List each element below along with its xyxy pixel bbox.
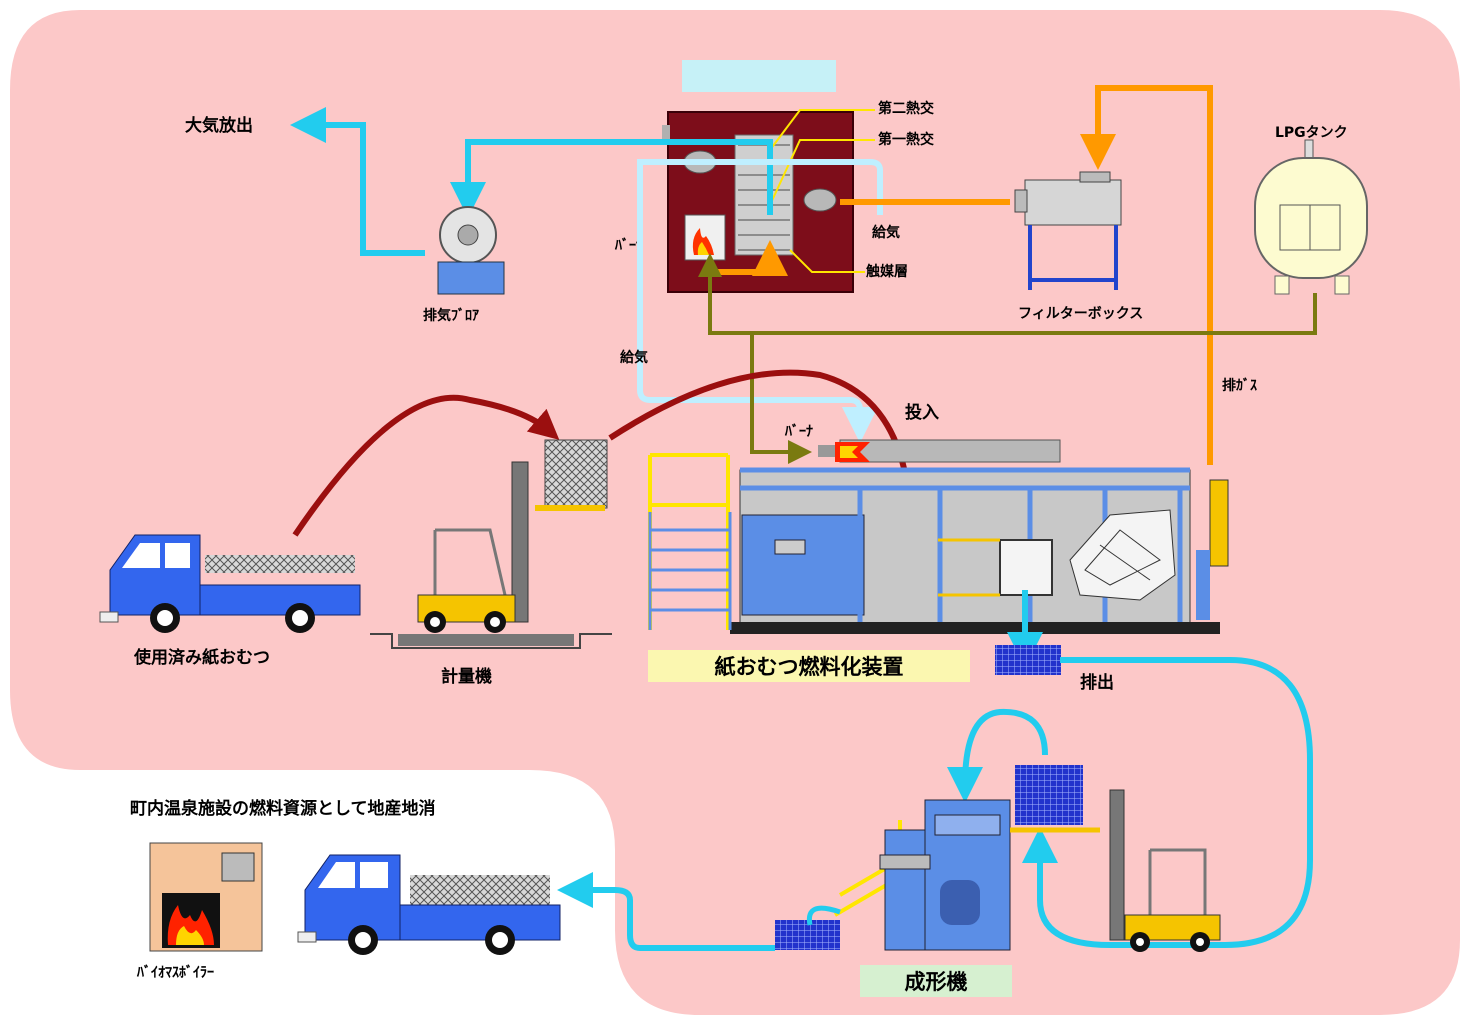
truck-to-scale-flow <box>292 394 560 537</box>
atmospheric-release-label: 大気放出 <box>185 115 253 136</box>
lpg-to-burner-line <box>750 333 812 464</box>
filter-box-label: フィルターボックス <box>1018 306 1143 322</box>
discharge-label: 排出 <box>1080 672 1114 693</box>
biomass-boiler-label: ﾊﾞｲｵﾏｽﾎﾞｲﾗｰ <box>136 964 214 981</box>
input-label: 投入 <box>905 402 939 423</box>
molding-machine-title-box <box>860 965 1012 997</box>
molding-machine <box>775 765 1221 952</box>
air-supply-left-label: 給気 <box>620 349 648 366</box>
exhaust-blower <box>437 206 505 295</box>
local-use-label: 町内温泉施設の燃料資源として地産地消 <box>130 798 436 819</box>
background-panel <box>10 10 1460 1015</box>
lpg-tank-label: LPGタンク <box>1275 125 1348 141</box>
molding-machine-title: 成形機 <box>905 970 968 994</box>
deodorizer-to-blower-flow <box>450 139 773 218</box>
second-heat-exchanger-label: 第二熱交 <box>878 100 934 117</box>
used-diapers-label: 使用済み紙おむつ <box>133 647 270 668</box>
filter-box <box>1014 171 1122 290</box>
exhaust-gas-flow <box>1080 85 1213 465</box>
burner-flame-icon <box>692 228 714 255</box>
lpg-tank <box>1254 139 1368 295</box>
exhaust-gas-label: 排ｶﾞｽ <box>1222 377 1257 394</box>
lpg-line <box>698 253 1317 335</box>
lift-to-molder-flow <box>947 708 1048 803</box>
fuel-truck <box>297 854 561 955</box>
burner-top-label: ﾊﾞｰﾅ <box>614 237 643 254</box>
biomass-boiler <box>149 842 263 952</box>
deodorizer-title-box <box>682 60 836 92</box>
exhaust-to-atmosphere-flow <box>290 107 425 256</box>
air-supply-top-label: 給気 <box>872 224 900 241</box>
scale-label: 計量機 <box>441 666 492 687</box>
exhaust-blower-label: 排気ﾌﾞﾛｱ <box>423 307 479 324</box>
scale-forklift <box>370 439 612 649</box>
first-heat-exchanger-label: 第一熱交 <box>878 131 934 148</box>
discharge-bin <box>995 645 1061 675</box>
burner-lower-label: ﾊﾞｰﾅ <box>784 423 813 440</box>
discharge-loop-flow <box>1022 657 1313 948</box>
supply-air-flow <box>637 159 883 443</box>
diaper-truck <box>99 534 361 633</box>
molder-to-truck-flow <box>557 872 775 951</box>
fuel-device-title-box <box>648 650 970 682</box>
catalyst-layer-label: 触媒層 <box>865 263 908 280</box>
burner-to-catalyst-flow <box>705 240 788 276</box>
scale-to-device-flow <box>608 369 921 505</box>
diaper-fuel-device <box>648 439 1229 634</box>
fuel-device-title: 紙おむつ燃料化装置 <box>715 655 904 679</box>
